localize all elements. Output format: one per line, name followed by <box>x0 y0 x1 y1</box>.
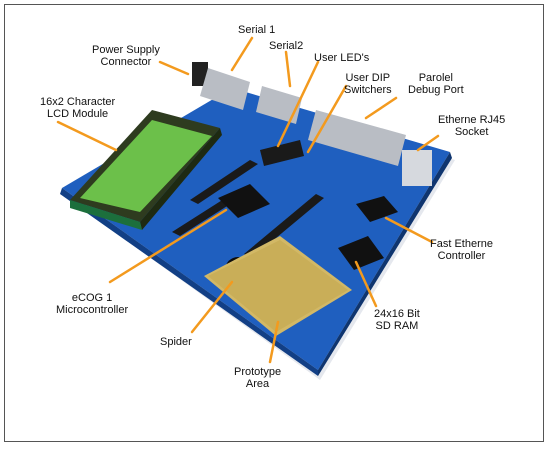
rj45-socket <box>402 150 432 186</box>
callout-lines <box>56 36 440 364</box>
label-rj45-l1: Etherne RJ45 <box>438 114 506 126</box>
callout-rj45 <box>416 134 440 152</box>
callout-fast-eth <box>384 216 434 244</box>
label-power-l2: Connector <box>100 56 152 68</box>
label-lcd-l2: LCD Module <box>47 108 109 120</box>
label-serial1-l1: Serial 1 <box>238 24 276 36</box>
label-power-supply: Power Supply Connector <box>92 44 160 68</box>
callout-serial-1 <box>230 36 254 72</box>
label-rj45-l2: Socket <box>454 126 489 138</box>
label-sdram: 24x16 Bit SD RAM <box>374 308 420 332</box>
faint-footer-text <box>80 408 460 418</box>
label-prototype: Prototype Area <box>234 366 281 390</box>
label-user-leds: User LED's <box>314 52 369 64</box>
callout-spider <box>190 280 234 334</box>
label-ethernet-rj45: Etherne RJ45 Socket <box>438 114 505 138</box>
serial-2-connector <box>256 86 302 124</box>
pcb-edge-right <box>318 152 452 376</box>
label-spider: Spider <box>160 336 192 348</box>
label-power-l1: Power Supply <box>92 44 160 56</box>
label-fasteth-l2: Controller <box>437 250 486 262</box>
label-fasteth-l1: Fast Etherne <box>430 238 493 250</box>
callout-lcd <box>56 120 118 152</box>
label-user-dip: User DIP Switchers <box>344 72 392 96</box>
callout-parallel <box>364 96 398 120</box>
label-lcd: 16x2 Character LCD Module <box>40 96 115 120</box>
callout-ram <box>354 260 378 308</box>
lcd-screen <box>80 120 212 212</box>
callout-user-dip <box>306 84 348 154</box>
ram-chip <box>338 236 384 270</box>
label-ram-l1: 24x16 Bit <box>374 308 420 320</box>
label-ecog-l2: Microcontroller <box>56 304 129 316</box>
power-connector <box>192 62 208 86</box>
label-ecog-l1: eCOG 1 <box>71 292 113 304</box>
ecog-chip <box>218 184 270 218</box>
lcd-module <box>70 110 222 230</box>
label-ecog: eCOG 1 Microcontroller <box>56 292 128 316</box>
label-parallel-l1: Parolel <box>418 72 453 84</box>
callout-ecog <box>108 208 228 284</box>
callout-serial-2 <box>284 50 292 88</box>
parallel-debug-port <box>308 110 406 166</box>
label-serial-1: Serial 1 <box>238 24 275 36</box>
label-parallel-l2: Debug Port <box>408 84 464 96</box>
label-userdip-l2: Switchers <box>344 84 392 96</box>
label-spider-l1: Spider <box>160 336 192 348</box>
label-userled-l1: User LED's <box>314 52 370 64</box>
label-parallel-debug: Parolel Debug Port <box>408 72 464 96</box>
label-fast-ethernet: Fast Etherne Controller <box>430 238 493 262</box>
label-prototype-l2: Area <box>245 378 270 390</box>
serial-1-connector <box>200 68 250 110</box>
label-lcd-l1: 16x2 Character <box>40 96 116 108</box>
label-ram-l2: SD RAM <box>375 320 419 332</box>
label-serial-2: Serial2 <box>269 40 303 52</box>
label-prototype-l1: Prototype <box>234 366 282 378</box>
ethernet-chip <box>356 196 398 222</box>
label-serial2-l1: Serial2 <box>269 40 304 52</box>
pcb-edge-front <box>60 188 318 376</box>
label-userdip-l1: User DIP <box>345 72 391 84</box>
callout-user-led <box>276 60 320 148</box>
callout-prototype <box>268 320 280 364</box>
callout-power <box>158 60 190 76</box>
